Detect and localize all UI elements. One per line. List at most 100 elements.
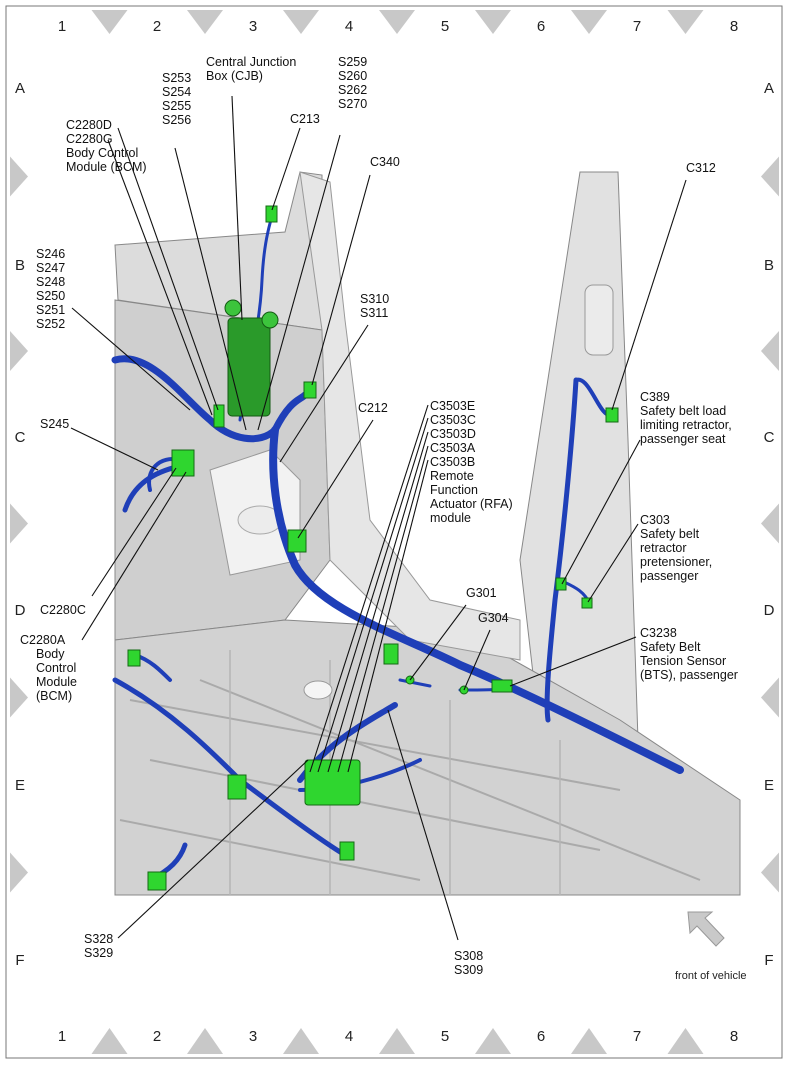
connector-c2280 xyxy=(171,449,195,477)
cjb-mount-1 xyxy=(224,299,242,317)
connector-floor-4 xyxy=(147,871,167,891)
callout-line: S329 xyxy=(84,946,113,960)
callout-line: Central Junction xyxy=(206,55,296,69)
border-marker-bottom xyxy=(283,1028,319,1054)
callout-c340: C340 xyxy=(370,155,400,169)
grid-column-label-top: 3 xyxy=(249,18,257,35)
callout-c212: C212 xyxy=(358,401,388,415)
callout-line: C3503D xyxy=(430,427,476,441)
connector-left-floor xyxy=(127,649,141,667)
callout-line: Module xyxy=(36,675,77,689)
border-marker-bottom xyxy=(379,1028,415,1054)
grid-row-label-left: F xyxy=(15,952,24,969)
leader-lines xyxy=(70,95,687,941)
border-marker-left xyxy=(10,156,28,197)
connector-c212 xyxy=(287,529,307,553)
callout-line: retractor xyxy=(640,541,687,555)
border-marker-top xyxy=(667,10,704,34)
grid-column-label-top: 8 xyxy=(730,18,738,35)
cjb-module xyxy=(227,317,271,417)
front-of-vehicle-label: front of vehicle xyxy=(675,970,747,982)
callout-line: limiting retractor, xyxy=(640,418,732,432)
callout-line: C3503A xyxy=(430,441,476,455)
border-marker-top xyxy=(187,10,223,34)
callout-line: Safety belt load xyxy=(640,404,726,418)
border-marker-left xyxy=(10,677,28,718)
border-marker-bottom xyxy=(475,1028,511,1054)
grid-column-label-bottom: 1 xyxy=(58,1028,66,1045)
callout-line: (BCM) xyxy=(36,689,72,703)
callout-line: pretensioner, xyxy=(640,555,712,569)
callout-line: S245 xyxy=(40,417,69,431)
callout-line: Safety belt xyxy=(640,527,700,541)
border-marker-left xyxy=(10,503,28,544)
grid-row-label-left: D xyxy=(15,602,26,619)
grid-column-label-bottom: 8 xyxy=(730,1028,738,1045)
grid-row-label-right: A xyxy=(764,80,774,97)
callout-line: G301 xyxy=(466,586,497,600)
callout-line: S310 xyxy=(360,292,389,306)
callout-line: C2280D xyxy=(66,118,112,132)
callout-line: Box (CJB) xyxy=(206,69,263,83)
grid-row-label-left: A xyxy=(15,80,25,97)
border-marker-top xyxy=(283,10,319,34)
grid-column-label-bottom: 6 xyxy=(537,1028,545,1045)
border-marker-right xyxy=(761,677,779,718)
grid-row-label-right: E xyxy=(764,777,774,794)
border-marker-right xyxy=(761,852,779,893)
front-of-vehicle-arrow-icon xyxy=(687,911,725,947)
grid-row-label-left: E xyxy=(15,777,25,794)
callout-line: Remote xyxy=(430,469,474,483)
callout-line: Body xyxy=(36,647,65,661)
callout-line: C3503C xyxy=(430,413,476,427)
callout-line: C303 xyxy=(640,513,670,527)
callout-c213: C213 xyxy=(290,112,320,126)
callout-line: C212 xyxy=(358,401,388,415)
grid-column-label-bottom: 3 xyxy=(249,1028,257,1045)
callout-line: C340 xyxy=(370,155,400,169)
grid-column-label-top: 1 xyxy=(58,18,66,35)
callout-line: G304 xyxy=(478,611,509,625)
border-marker-top xyxy=(475,10,511,34)
callout-line: C3503B xyxy=(430,455,475,469)
border-marker-left xyxy=(10,331,28,371)
border-marker-top xyxy=(571,10,607,34)
callout-line: S251 xyxy=(36,303,65,317)
callout-line: C2280G xyxy=(66,132,113,146)
grid-column-label-top: 4 xyxy=(345,18,353,35)
callout-line: S247 xyxy=(36,261,65,275)
border-marker-top xyxy=(91,10,128,34)
grid-column-label-bottom: 7 xyxy=(633,1028,641,1045)
callout-line: passenger xyxy=(640,569,698,583)
grid-column-label-top: 5 xyxy=(441,18,449,35)
callout-line: C2280A xyxy=(20,633,66,647)
callout-line: C389 xyxy=(640,390,670,404)
callout-line: Body Control xyxy=(66,146,138,160)
callout-line: module xyxy=(430,511,471,525)
callout-line: C3238 xyxy=(640,626,677,640)
callout-line: (BTS), passenger xyxy=(640,668,738,682)
callout-g304: G304 xyxy=(478,611,509,625)
callout-line: Module (BCM) xyxy=(66,160,147,174)
callout-line: S259 xyxy=(338,55,367,69)
border-marker-bottom xyxy=(187,1028,223,1054)
callout-line: S256 xyxy=(162,113,191,127)
callout-g301: G301 xyxy=(466,586,497,600)
callout-line: S246 xyxy=(36,247,65,261)
connector-c3238 xyxy=(491,679,513,693)
callout-line: S270 xyxy=(338,97,367,111)
grid-row-label-left: C xyxy=(15,429,26,446)
callout-line: S262 xyxy=(338,83,367,97)
connector-floor-3 xyxy=(339,841,355,861)
grid-column-label-bottom: 2 xyxy=(153,1028,161,1045)
callout-line: C2280C xyxy=(40,603,86,617)
callout-line: C312 xyxy=(686,161,716,175)
